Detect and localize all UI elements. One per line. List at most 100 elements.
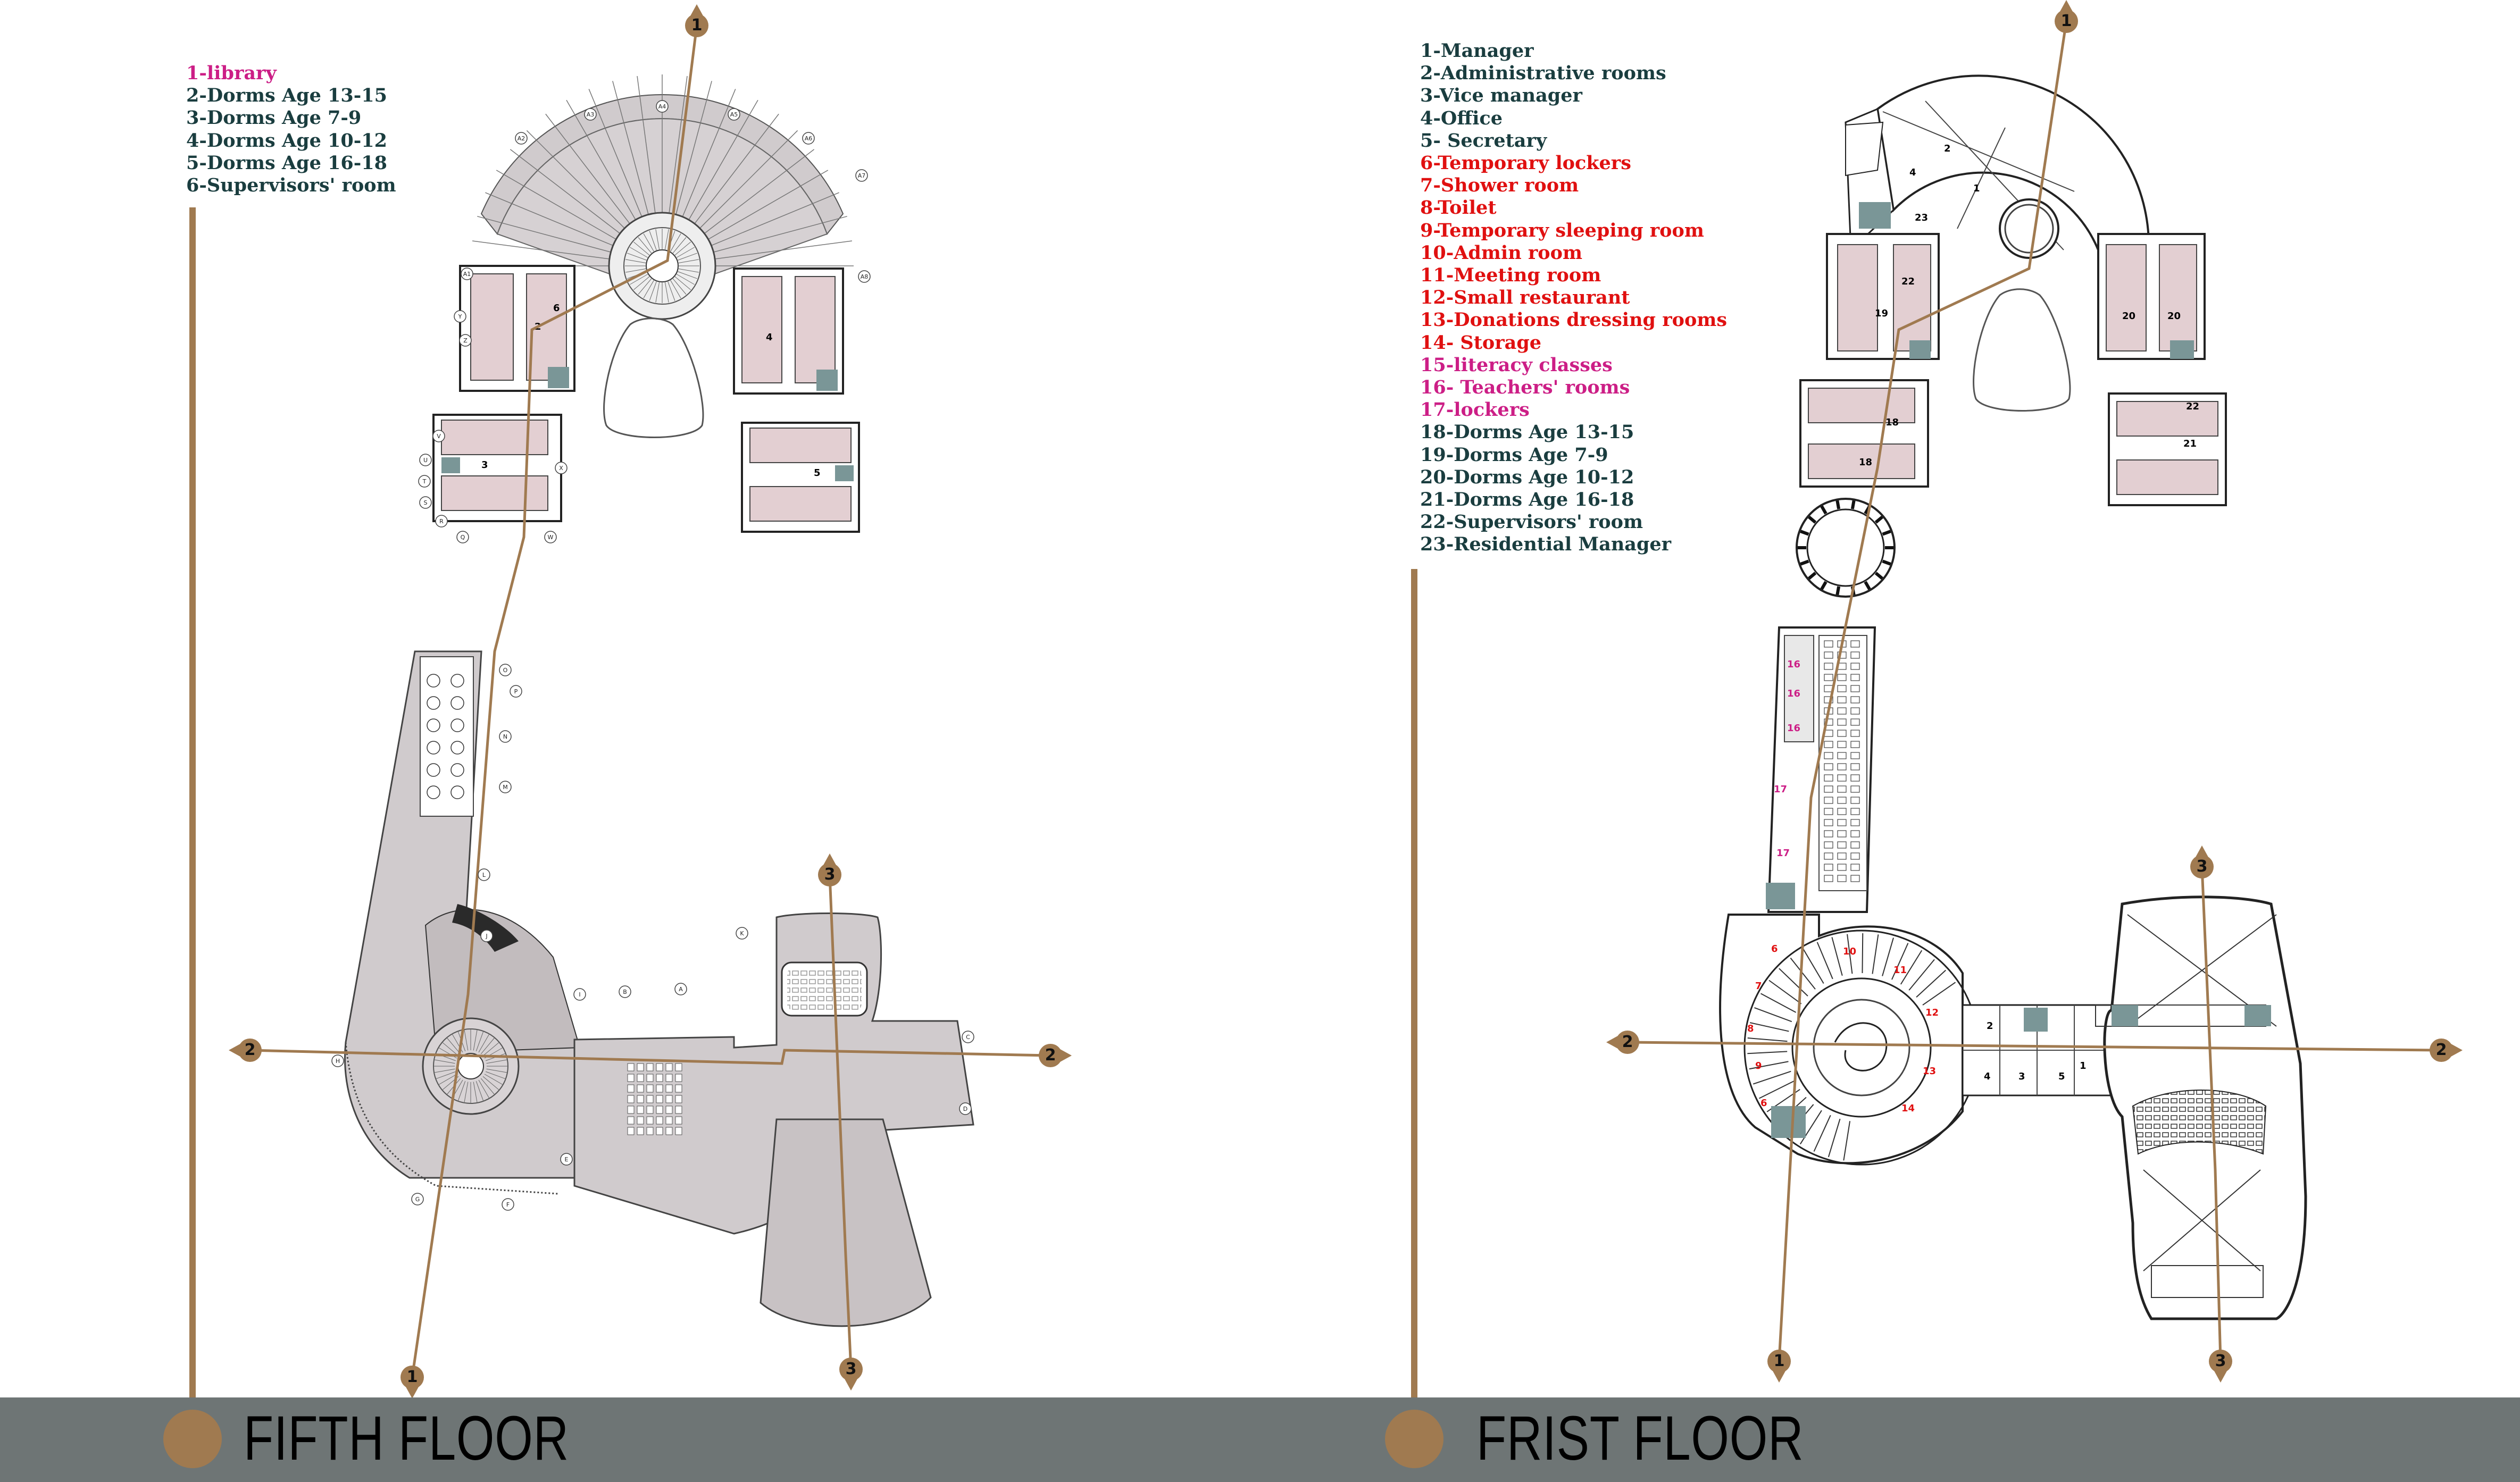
fifth-dorm-wing-lower-right: 5 <box>741 422 860 533</box>
grid-bubble-label: M <box>503 784 508 791</box>
grid-bubble: A5 <box>728 108 740 121</box>
grid-bubble: J <box>480 930 493 942</box>
legend-item: 15-literacy classes <box>1420 354 1613 376</box>
grid-bubble-label: S <box>424 499 428 506</box>
grid-bubble: Q <box>456 531 469 543</box>
grid-bubble-label: A7 <box>858 172 866 179</box>
grid-bubble-label: O <box>503 667 508 674</box>
grid-bubble: A6 <box>802 132 815 145</box>
section-marker: 2 <box>2430 1039 2463 1062</box>
legend-item: 17-lockers <box>1420 399 1530 421</box>
svg-text:18: 18 <box>1885 417 1899 428</box>
svg-text:11: 11 <box>1893 965 1907 976</box>
section-marker: 2 <box>229 1039 262 1062</box>
svg-text:16: 16 <box>1787 659 1800 670</box>
legend-item: 12-Small restaurant <box>1420 287 1630 309</box>
svg-text:10: 10 <box>1843 946 1856 957</box>
first-atrium-void <box>1973 288 2071 412</box>
svg-text:3: 3 <box>2018 1071 2025 1082</box>
svg-text:22: 22 <box>2186 401 2199 412</box>
section-marker-label: 1 <box>407 1368 418 1386</box>
grid-bubble-label: X <box>559 465 563 472</box>
grid-bubble: M <box>499 781 512 793</box>
grid-bubble-label: K <box>740 930 744 937</box>
first-auditorium <box>2095 895 2307 1320</box>
first-round-hall: 6 7 8 9 6 10 11 12 13 14 <box>1719 914 1980 1166</box>
grid-bubble: A7 <box>855 169 868 182</box>
grid-bubble-label: A3 <box>587 111 595 118</box>
fifth-dorm-wing-lower-left: 3 <box>432 414 562 522</box>
fifth-atrium-void <box>603 317 704 438</box>
section-marker-label: 1 <box>2061 12 2072 30</box>
svg-text:2: 2 <box>1987 1020 1993 1032</box>
grid-bubble-label: I <box>579 991 580 998</box>
first-title-dot <box>1385 1410 1443 1468</box>
grid-bubble-label: E <box>565 1156 569 1163</box>
legend-item: 10-Admin room <box>1420 241 1582 264</box>
svg-text:9: 9 <box>1755 1060 1762 1071</box>
section-marker-label: 3 <box>2197 857 2208 876</box>
legend-item: 13-Donations dressing rooms <box>1420 309 1728 331</box>
section-marker: 3 <box>2209 1350 2232 1383</box>
grid-bubble: R <box>435 515 448 528</box>
legend-item: 4-Office <box>1420 107 1503 129</box>
grid-bubble: E <box>560 1153 573 1166</box>
fifth-dorm-wing-upper-left: 2 6 <box>459 265 575 392</box>
section-marker: 3 <box>818 853 841 886</box>
grid-bubble: P <box>510 685 522 698</box>
fifth-dorm-wing-upper-right: 4 <box>733 267 844 395</box>
grid-bubble: A3 <box>584 108 597 121</box>
grid-bubble: Z <box>459 334 472 347</box>
grid-bubble-label: N <box>503 733 507 740</box>
grid-bubble-label: A4 <box>658 103 666 110</box>
section-marker: 1 <box>400 1366 424 1399</box>
svg-text:23: 23 <box>1915 212 1928 223</box>
grid-bubble: V <box>432 430 445 442</box>
grid-bubble: W <box>544 531 557 543</box>
grid-bubble: X <box>555 462 568 474</box>
first-ring-stair <box>1796 498 1896 598</box>
section-marker: 3 <box>2190 845 2214 878</box>
section-marker-label: 2 <box>2436 1041 2447 1059</box>
fifth-legend-leader <box>189 207 196 1404</box>
grid-bubble-label: V <box>437 433 441 440</box>
svg-text:6: 6 <box>1771 943 1778 954</box>
svg-text:8: 8 <box>1747 1023 1754 1034</box>
grid-bubble: O <box>499 664 512 676</box>
grid-bubble-label: A2 <box>518 135 525 142</box>
grid-bubble-label: W <box>548 534 554 541</box>
svg-text:16: 16 <box>1787 723 1800 734</box>
svg-text:1: 1 <box>1973 183 1980 194</box>
svg-text:14: 14 <box>1901 1103 1915 1114</box>
grid-bubble-label: U <box>423 457 428 464</box>
grid-bubble-label: A6 <box>805 135 813 142</box>
legend-item: 2-Dorms Age 13-15 <box>186 85 387 107</box>
grid-bubble-label: R <box>439 518 444 525</box>
legend-item: 1-library <box>186 62 277 84</box>
grid-bubble-label: Q <box>461 534 465 541</box>
svg-text:2: 2 <box>1944 143 1951 154</box>
section-marker: 1 <box>2055 0 2078 33</box>
fifth-floor-title: FIFTH FLOOR <box>244 1403 569 1473</box>
legend-item: 21-Dorms Age 16-18 <box>1420 489 1634 511</box>
grid-bubble: G <box>411 1193 424 1205</box>
first-classroom-block: 16 16 16 17 17 <box>1766 626 1876 913</box>
section-marker-label: 3 <box>2215 1352 2226 1370</box>
svg-text:20: 20 <box>2167 311 2181 322</box>
svg-text:5: 5 <box>2058 1071 2065 1082</box>
legend-item: 18-Dorms Age 13-15 <box>1420 421 1634 443</box>
svg-text:3: 3 <box>481 459 488 471</box>
legend-item: 6-Temporary lockers <box>1420 152 1631 174</box>
grid-bubble: U <box>419 454 432 466</box>
svg-text:1: 1 <box>2080 1060 2087 1071</box>
grid-bubble-label: A8 <box>861 273 869 280</box>
grid-bubble-label: D <box>963 1106 967 1112</box>
svg-text:5: 5 <box>814 467 821 479</box>
first-section-lines <box>1627 21 2442 1362</box>
grid-bubble-label: P <box>514 688 518 695</box>
legend-item: 3-Vice manager <box>1420 85 1582 107</box>
grid-bubble: T <box>418 475 431 488</box>
